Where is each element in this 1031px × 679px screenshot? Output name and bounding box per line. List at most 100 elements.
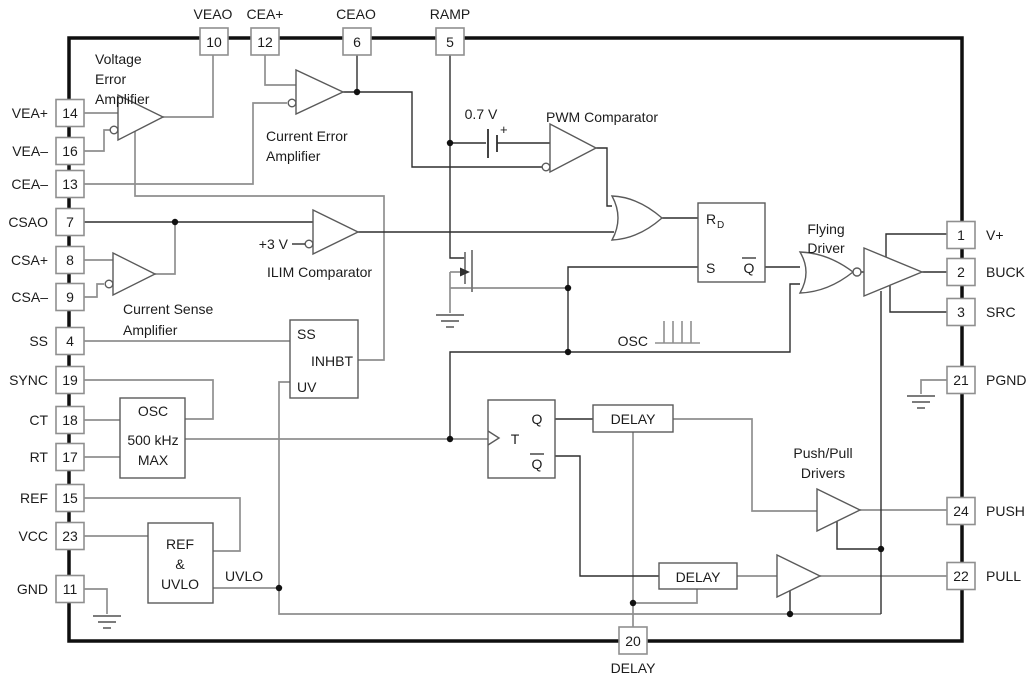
pins-right: 1 V+ 2 BUCK 3 SRC 21 PGND 24 PUSH 22 PUL…	[946, 220, 1026, 591]
csa-label-2: Amplifier	[123, 322, 178, 338]
ref-block-line1: REF	[166, 536, 194, 552]
ff-t-label: T	[511, 431, 520, 447]
svg-text:24: 24	[953, 503, 969, 519]
pin-8-label: CSA+	[11, 252, 48, 268]
pin-7: 7	[55, 207, 85, 237]
pin-10: 10	[199, 27, 229, 56]
pin-17-label: RT	[30, 449, 49, 465]
ground-symbol-gnd-pin	[93, 615, 121, 629]
wire-cea-plus	[264, 55, 296, 86]
svg-text:19: 19	[62, 372, 78, 388]
cea-invert-bubble	[287, 98, 297, 108]
osc-block-max: MAX	[138, 452, 169, 468]
wire-inhbt	[134, 131, 385, 361]
wire-uvlo-bus	[278, 381, 881, 615]
svg-text:1: 1	[957, 227, 965, 243]
pin-1: 1	[946, 220, 976, 250]
csa-invert-bubble	[104, 279, 114, 289]
ref-uvlo-block: REF & UVLO	[147, 522, 214, 604]
pin-10-label: VEAO	[194, 6, 233, 22]
ff-q-label: Q	[532, 411, 543, 427]
pin-2: 2	[946, 257, 976, 287]
pin-6: 6	[342, 27, 372, 56]
pin-24: 24	[946, 496, 976, 526]
wire-ceao-to-pwm	[343, 91, 542, 168]
pin-18: 18	[55, 405, 85, 435]
wire-vea-minus	[84, 129, 110, 152]
pin-20: 20	[618, 626, 648, 655]
pushpull-label-2: Drivers	[801, 465, 845, 481]
ref-block-line2: &	[175, 556, 185, 572]
current-error-amplifier	[287, 68, 345, 116]
wire-pgnd	[920, 379, 947, 394]
svg-text:7: 7	[66, 214, 74, 230]
wire-vea-out	[163, 55, 214, 118]
pin-22-label: PULL	[986, 568, 1021, 584]
cea-label-1: Current Error	[266, 128, 348, 144]
osc-net-label: OSC	[618, 333, 648, 349]
pin-23-label: VCC	[18, 528, 48, 544]
svg-text:16: 16	[62, 143, 78, 159]
pin-18-label: CT	[29, 412, 48, 428]
ss-block-label-inhbt: INHBT	[311, 353, 353, 369]
svg-text:5: 5	[446, 34, 454, 50]
wire-push-tap	[836, 521, 881, 550]
ilim-threshold-label: +3 V	[259, 236, 289, 252]
current-sense-amplifier	[104, 251, 157, 297]
svg-text:21: 21	[953, 372, 969, 388]
pin-19: 19	[55, 365, 85, 395]
delay-bottom-label: DELAY	[676, 569, 722, 585]
svg-text:6: 6	[353, 34, 361, 50]
pin-7-label: CSAO	[8, 214, 48, 230]
svg-text:15: 15	[62, 490, 78, 506]
svg-text:14: 14	[62, 105, 78, 121]
pull-driver-buffer	[776, 553, 822, 599]
push-driver-buffer	[816, 487, 862, 533]
flying-driver-label-2: Driver	[807, 240, 845, 256]
wires-gray	[84, 55, 947, 627]
flying-driver-label-1: Flying	[807, 221, 844, 237]
ground-symbol-fet	[436, 314, 464, 328]
ref-block-line3: UVLO	[161, 576, 199, 592]
voltage-error-amplifier	[109, 93, 165, 142]
sr-latch: R D S Q	[697, 202, 766, 283]
wire-csa-out	[155, 222, 176, 275]
pin-11-label: GND	[17, 581, 48, 597]
svg-text:11: 11	[63, 581, 78, 597]
mosfet-body-arrow	[460, 267, 470, 277]
svg-text:3: 3	[957, 304, 965, 320]
ilim-label: ILIM Comparator	[267, 264, 372, 280]
nor-gate	[798, 251, 862, 294]
svg-text:17: 17	[62, 449, 78, 465]
flying-driver-buffer	[863, 246, 924, 298]
pin-3: 3	[946, 297, 976, 327]
latch-r-sub: D	[717, 220, 724, 231]
ss-inhbt-uv-block: SS INHBT UV	[289, 319, 359, 399]
cea-label-2: Amplifier	[266, 148, 321, 164]
delay-block-top: DELAY	[592, 404, 674, 433]
free-labels: Voltage Error Amplifier Current Error Am…	[95, 51, 853, 584]
wire-src-tap	[889, 285, 947, 313]
wire-osc-net	[449, 283, 800, 439]
svg-text:22: 22	[953, 568, 969, 584]
pin-22: 22	[946, 561, 976, 591]
vea-label-1: Voltage	[95, 51, 142, 67]
clock-chevron-icon	[487, 430, 501, 446]
wire-qbar-out	[555, 455, 659, 577]
pin-3-label: SRC	[986, 304, 1016, 320]
delay-top-label: DELAY	[611, 411, 657, 427]
pin-15-label: REF	[20, 490, 48, 506]
pin-4-label: SS	[29, 333, 48, 349]
pin-24-label: PUSH	[986, 503, 1025, 519]
osc-waveform-icon	[655, 321, 700, 344]
wire-delay1-out	[673, 418, 817, 512]
ss-block-label-ss: SS	[297, 326, 316, 342]
pin-13: 13	[55, 169, 85, 199]
wire-pwm-out	[596, 147, 612, 207]
pushpull-label-1: Push/Pull	[793, 445, 852, 461]
wire-csa-minus	[84, 283, 104, 298]
ss-block-label-uv: UV	[297, 379, 317, 395]
svg-text:23: 23	[62, 528, 78, 544]
pin-21: 21	[946, 365, 976, 395]
